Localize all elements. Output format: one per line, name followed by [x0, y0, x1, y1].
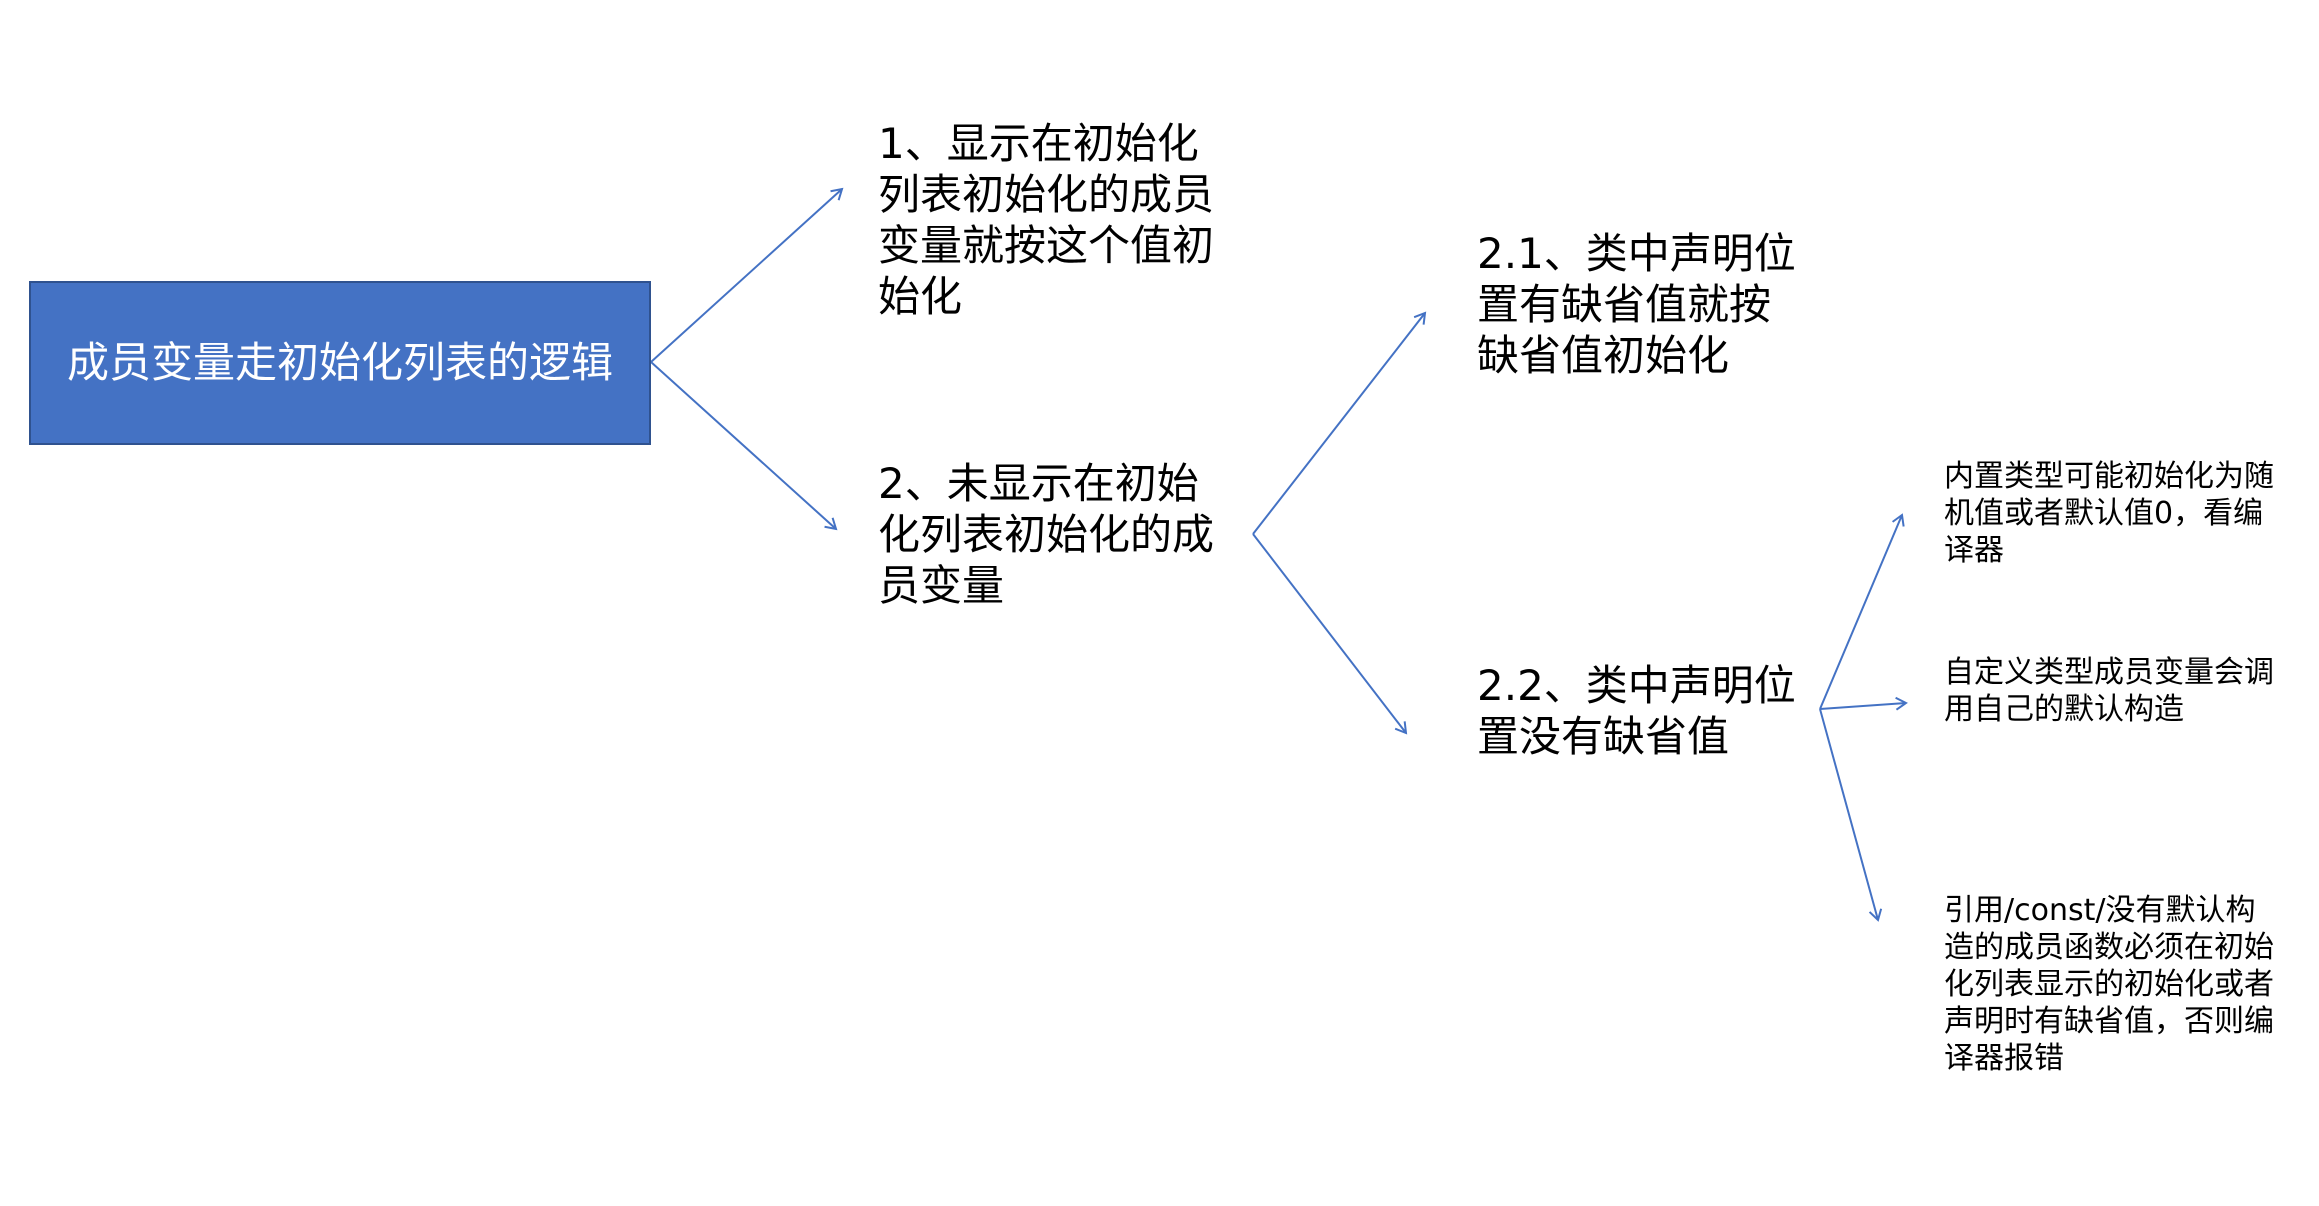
branch2-2-node-text: 2.2、类中声明位置没有缺省值 [1477, 661, 1796, 761]
leaf1-node-text: 内置类型可能初始化为随机值或者默认值0，看编译器 [1944, 459, 2274, 568]
arrow-branch2-to-branch2-2 [1252, 533, 1408, 735]
arrow-branch2-2-to-leaf1 [1819, 513, 1905, 710]
root-node-label: 成员变量走初始化列表的逻辑 [66, 338, 613, 387]
arrow-branch2-2-to-leaf3 [1819, 708, 1883, 922]
branch2-1-node-text: 2.1、类中声明位置有缺省值就按缺省值初始化 [1477, 229, 1796, 380]
leaf3-node-text: 引用/const/没有默认构造的成员函数必须在初始化列表显示的初始化或者声明时有… [1944, 893, 2274, 1076]
branch2-node-text: 2、未显示在初始化列表初始化的成员变量 [878, 459, 1215, 610]
arrow-root-to-branch1 [650, 187, 844, 363]
arrow-root-to-branch2 [650, 361, 838, 531]
arrow-branch2-to-branch2-1 [1252, 311, 1427, 535]
root-node: 成员变量走初始化列表的逻辑 [29, 281, 651, 445]
arrow-branch2-2-to-leaf2 [1819, 696, 1908, 711]
branch1-node-text: 1、显示在初始化列表初始化的成员变量就按这个值初始化 [878, 119, 1215, 321]
leaf2-node-text: 自定义类型成员变量会调用自己的默认构造 [1944, 655, 2274, 727]
